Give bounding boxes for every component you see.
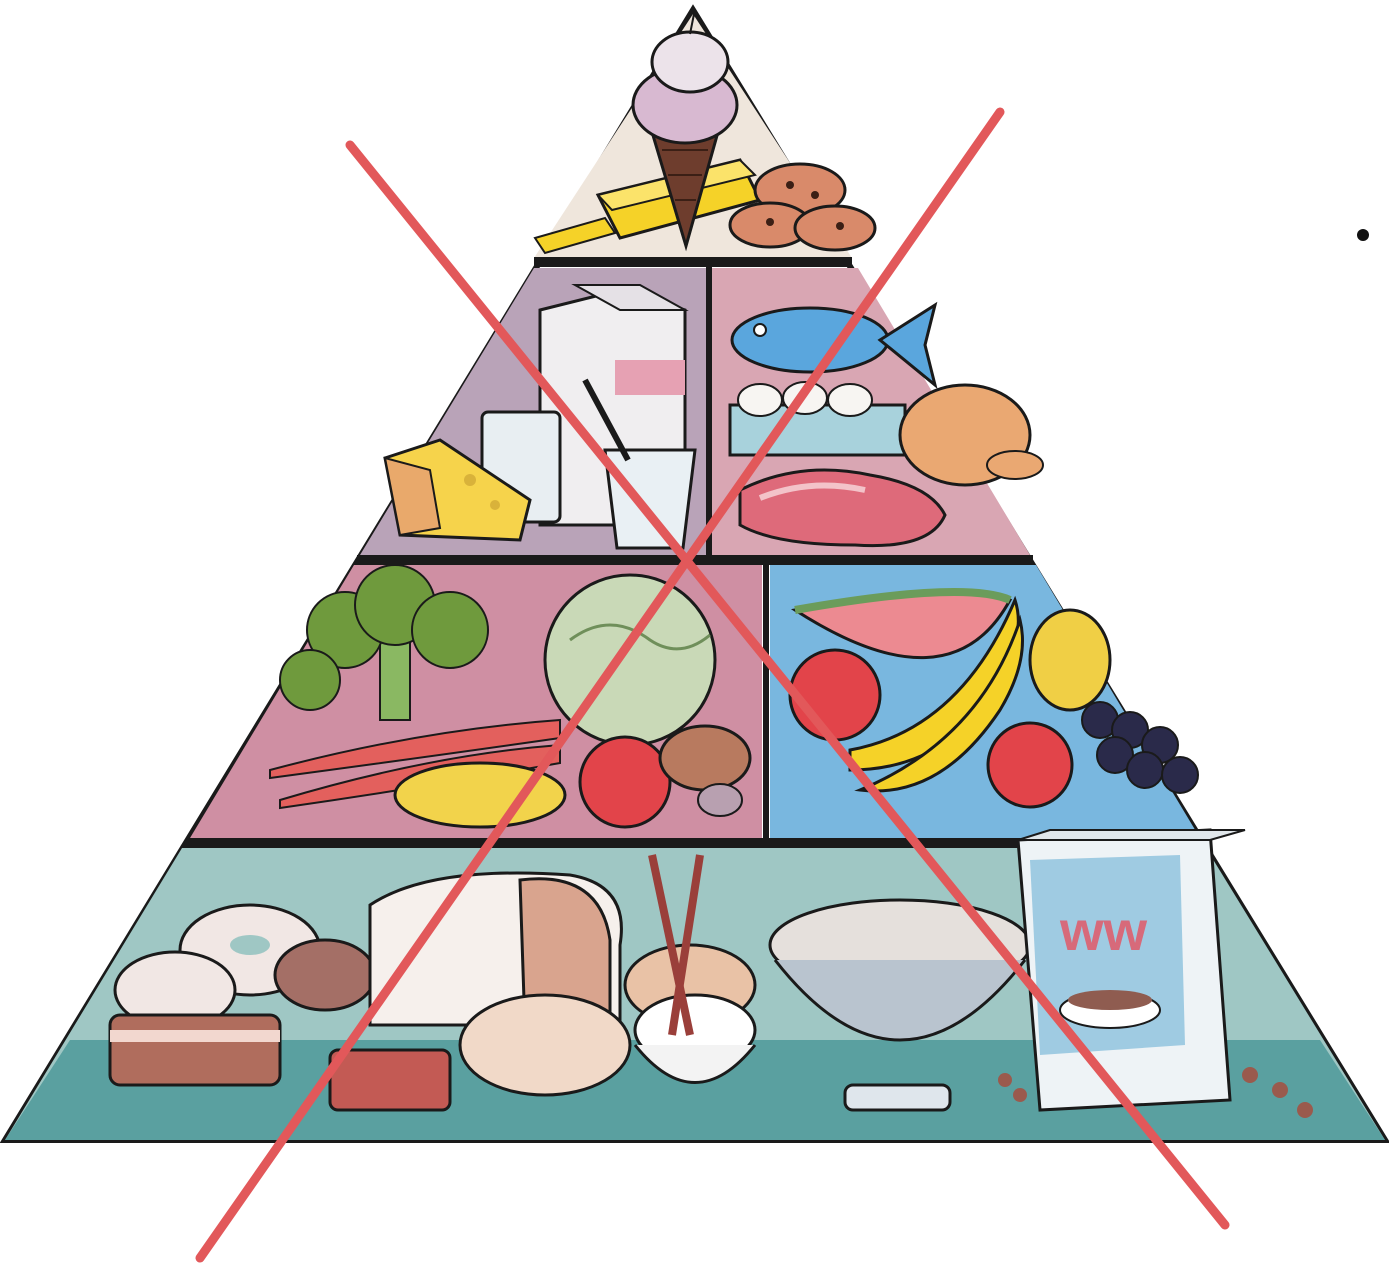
chicken-icon — [900, 385, 1043, 485]
cereal-box-logo: ww — [1059, 899, 1148, 962]
pear-icon — [1030, 610, 1110, 710]
tomato-icon — [580, 737, 670, 827]
apple-icon-2 — [988, 723, 1072, 807]
cereal-box-icon: ww — [1018, 830, 1245, 1110]
apple-icon — [790, 650, 880, 740]
stray-dot — [1357, 229, 1369, 241]
